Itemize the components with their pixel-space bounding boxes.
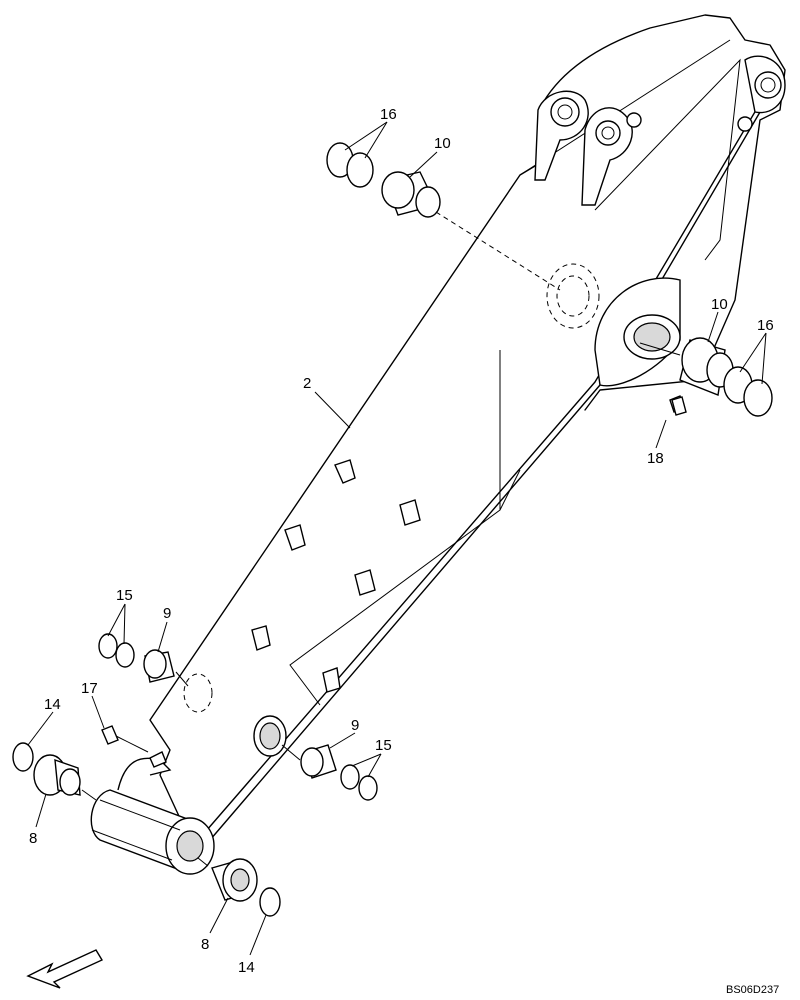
grease-fitting-17 [101,725,149,753]
callout-ring-left: 14 [44,696,61,713]
callout-seal-top-left: 16 [380,106,397,123]
boom-body [90,14,786,875]
callout-flange-bush-lower: 8 [201,936,209,953]
flange-bush-8-left [33,754,81,796]
callout-bush-mid-lower: 9 [351,717,359,734]
grease-fitting-18 [671,396,687,416]
seal-rings-15-lower [340,764,378,801]
callout-flange-bush-left: 8 [29,830,37,847]
callout-ring-lower: 14 [238,959,255,976]
flange-bush-8-lower [211,858,258,902]
callout-bush-right: 10 [711,296,728,313]
callout-boom: 2 [303,375,311,392]
leader-lines [27,121,767,956]
callout-grease-fitting-left: 17 [81,680,98,697]
callout-seal-right: 16 [757,317,774,334]
ring-14-lower [259,887,281,917]
front-direction-arrow-icon [26,949,104,989]
callout-bush-top-left: 10 [434,135,451,152]
callout-numbers: 2 10 16 10 16 18 15 9 17 9 15 14 8 8 14 [29,106,774,976]
bush-9-mid-left [143,649,175,683]
callout-grease-fitting-right: 18 [647,450,664,467]
seal-rings-15-mid-left [98,633,135,668]
callout-seal-mid-lower: 15 [375,737,392,754]
seal-rings-16-top-left [326,142,374,188]
callout-bush-mid-left: 9 [163,605,171,622]
seal-rings-16-right [723,366,773,417]
ring-14-left [12,742,34,772]
drawing-code: BS06D237 [726,984,779,996]
bush-9-lower [300,744,337,779]
callout-seal-mid-left: 15 [116,587,133,604]
bush-10-top-left [381,171,441,218]
